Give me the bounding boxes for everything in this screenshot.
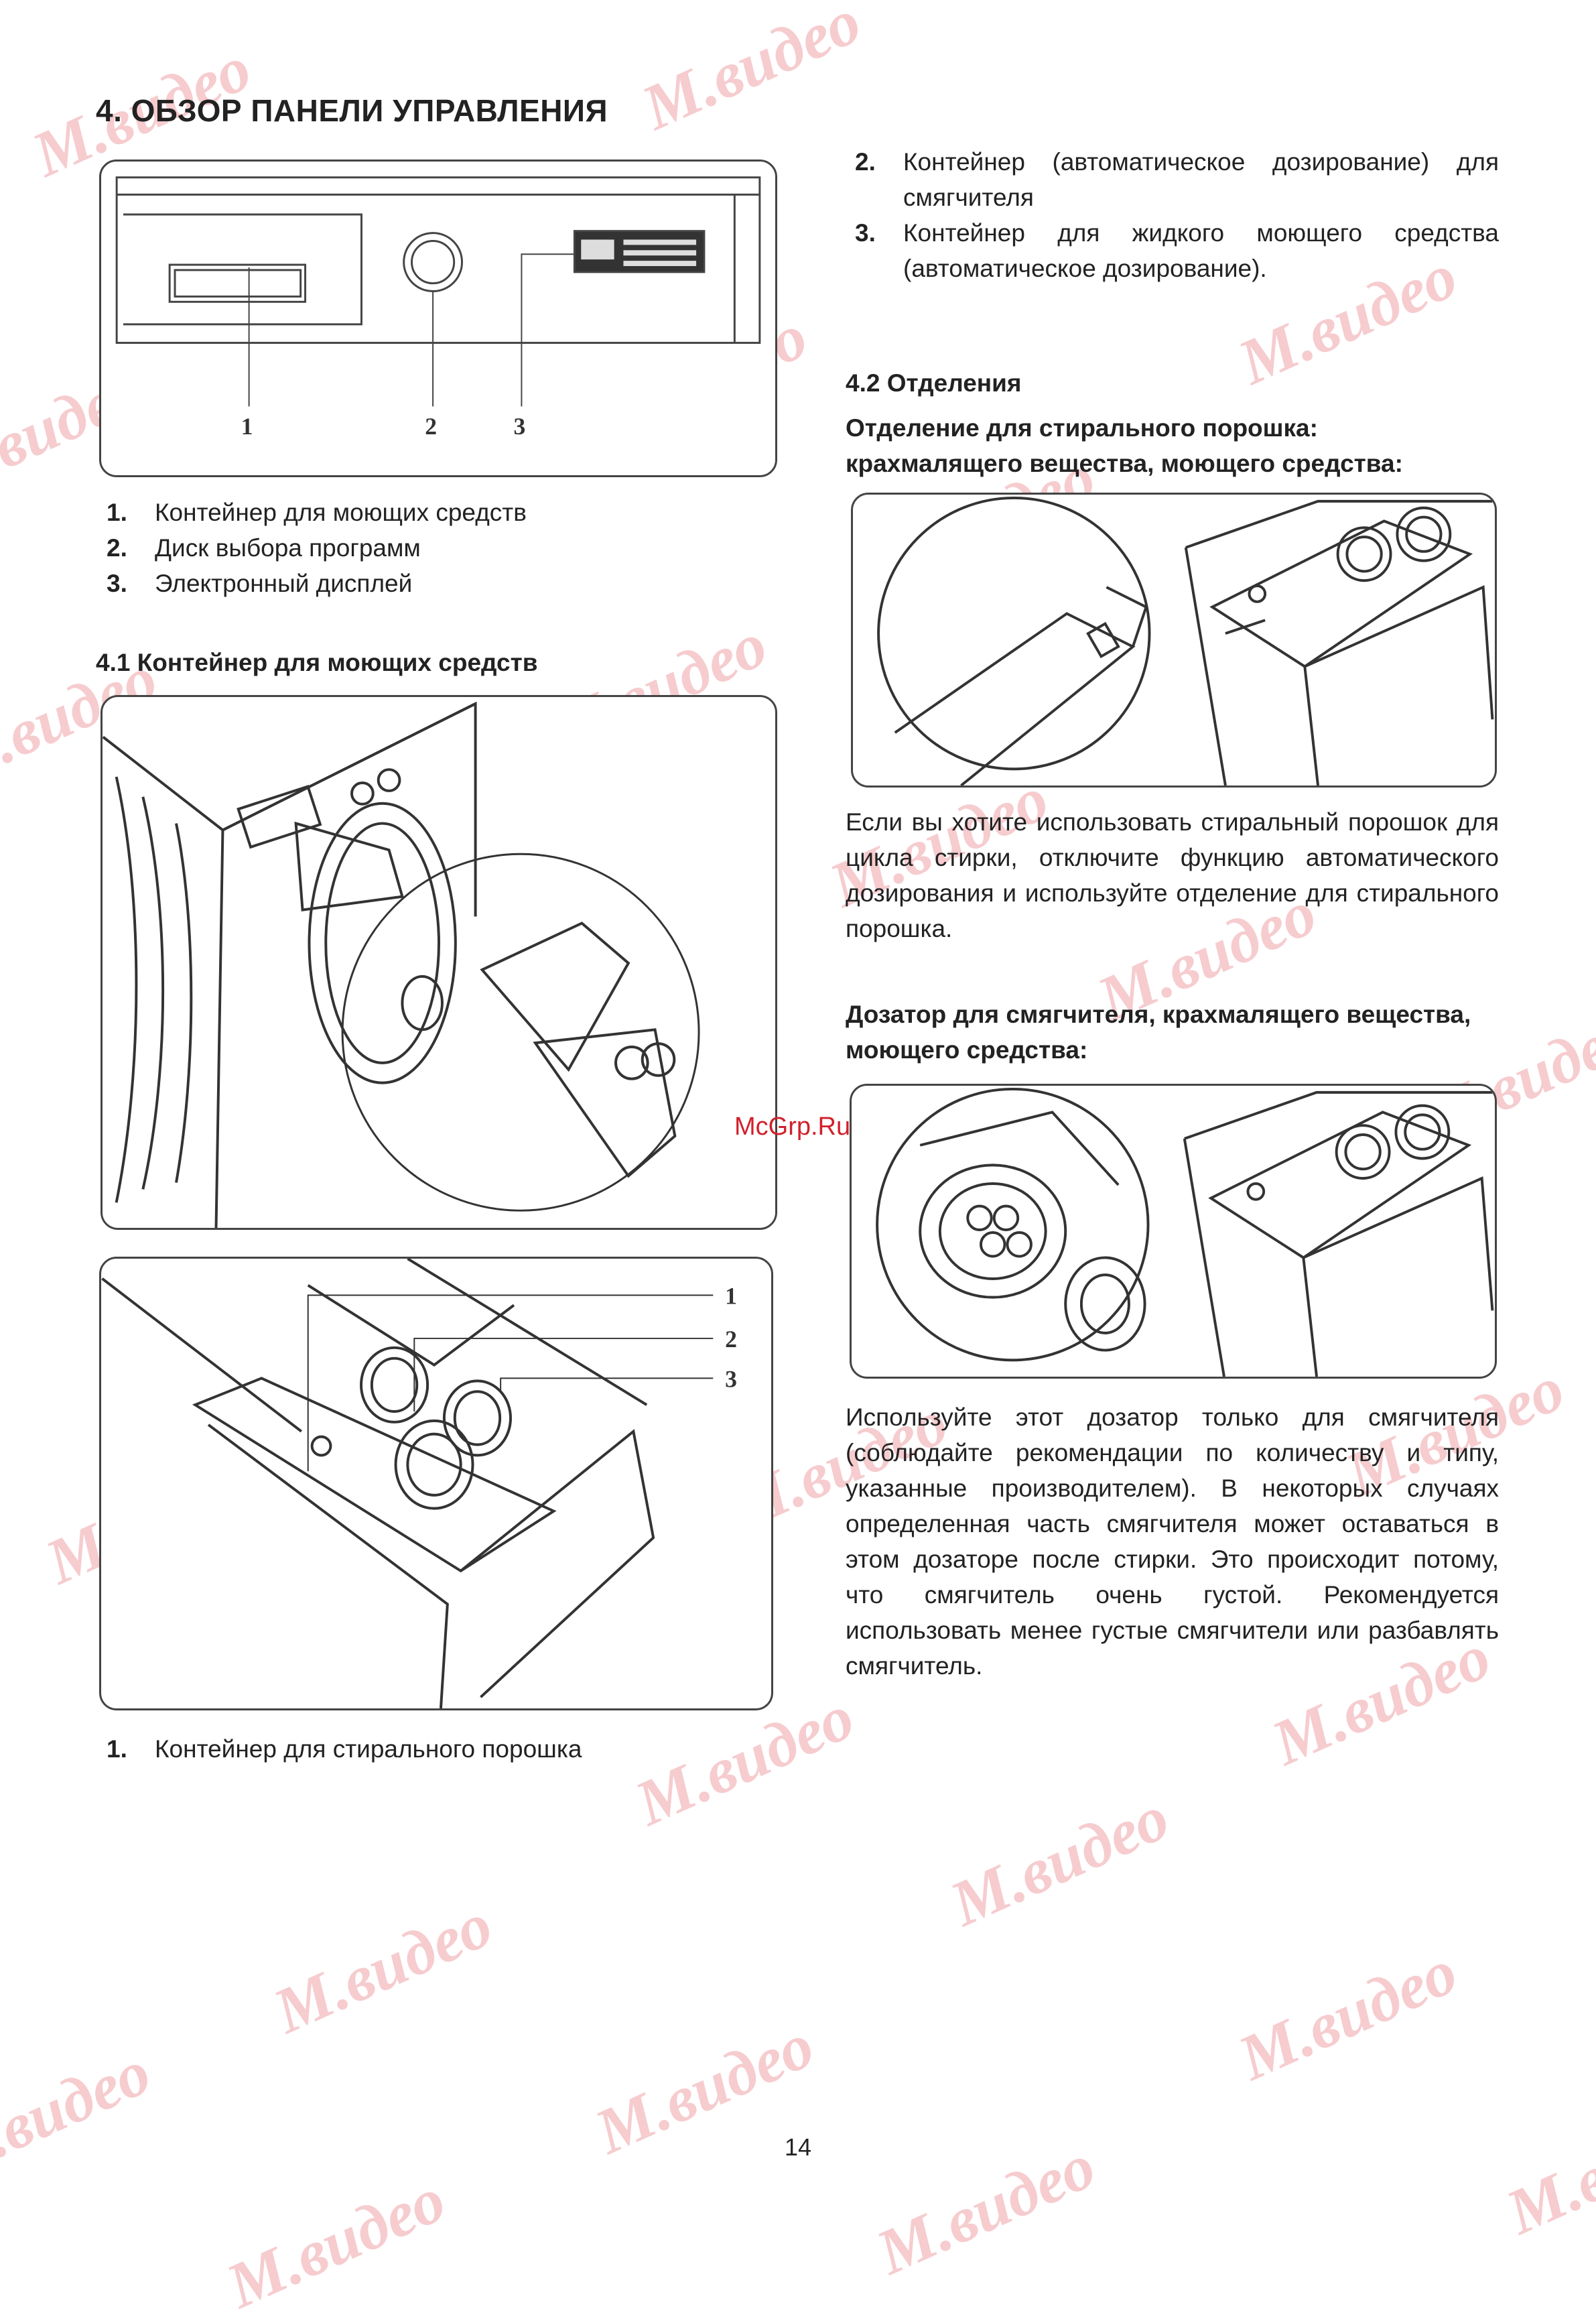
drawer-illustration: 1 2 3 xyxy=(101,1259,737,1708)
list-text: Контейнер для стирального порошка xyxy=(155,1735,582,1763)
powder-compartment-heading: Отделение для стирального порошка: крахм… xyxy=(846,414,1403,477)
watermark: М.видео xyxy=(632,0,871,144)
watermark: М.видео xyxy=(0,2035,161,2195)
washer-illustration xyxy=(103,701,700,1228)
list-text: Контейнер (автоматическое дозирование) д… xyxy=(903,148,1499,211)
list-number: 1. xyxy=(107,499,127,526)
list-item: 3. Контейнер для жидкого моющего средства… xyxy=(846,215,1499,286)
watermark: М.видео xyxy=(1228,1934,1467,2094)
control-panel-figure: 1 2 3 xyxy=(99,160,777,477)
list-number: 3. xyxy=(855,219,876,247)
list-text: Контейнер для жидкого моющего средства (… xyxy=(903,219,1499,282)
list-text: Электронный дисплей xyxy=(155,570,413,597)
drawer-components-list: 1. Контейнер для стирального порошка xyxy=(97,1731,781,1767)
list-item: 1. Контейнер для стирального порошка xyxy=(97,1731,781,1767)
control-panel-illustration: 1 2 3 xyxy=(115,176,761,440)
powder-compartment-text: Если вы хотите использовать стиральный п… xyxy=(846,808,1499,942)
list-number: 3. xyxy=(107,570,127,597)
list-text: Диск выбора программ xyxy=(155,534,421,562)
list-number: 2. xyxy=(107,534,127,562)
list-item: 2. Диск выбора программ xyxy=(97,530,781,566)
callout-number: 2 xyxy=(725,1326,737,1353)
watermark: М.видео xyxy=(263,1887,503,2048)
softener-dispenser-illustration xyxy=(876,1087,1494,1377)
list-text: Контейнер для моющих средств xyxy=(155,499,527,526)
callout-number: 3 xyxy=(725,1365,737,1392)
callout-number: 1 xyxy=(725,1282,737,1309)
washer-dispenser-figure xyxy=(101,695,777,1230)
softener-dispenser-text: Используйте этот дозатор только для смяг… xyxy=(846,1403,1499,1680)
section-heading-4-2: 4.2 Отделения xyxy=(846,369,1022,397)
watermark: М.видео xyxy=(940,1780,1179,1940)
callout-number: 1 xyxy=(241,413,253,440)
list-number: 1. xyxy=(107,1735,127,1763)
drawer-compartments-figure: 1 2 3 xyxy=(99,1257,773,1710)
site-watermark-label: McGrp.Ru xyxy=(734,1113,851,1141)
drawer-components-list-continued: 2. Контейнер (автоматическое дозирование)… xyxy=(846,144,1499,286)
powder-compartment-illustration xyxy=(877,496,1494,786)
list-item: 3. Электронный дисплей xyxy=(97,566,781,601)
callout-number: 2 xyxy=(425,413,437,440)
list-number: 2. xyxy=(855,148,876,176)
panel-components-list: 1. Контейнер для моющих средств 2. Диск вы… xyxy=(97,495,781,601)
list-item: 2. Контейнер (автоматическое дозирование)… xyxy=(846,144,1499,215)
page-title: 4. ОБЗОР ПАНЕЛИ УПРАВЛЕНИЯ xyxy=(96,93,608,128)
section-heading-4-1: 4.1 Контейнер для моющих средств xyxy=(96,649,538,676)
page-number: 14 xyxy=(784,2133,812,2161)
powder-compartment-figure xyxy=(851,493,1497,788)
list-item: 1. Контейнер для моющих средств xyxy=(97,495,781,530)
watermark: М.видео xyxy=(1496,2088,1596,2249)
softener-dispenser-figure xyxy=(850,1084,1497,1379)
callout-number: 3 xyxy=(514,413,526,440)
softener-dispenser-heading: Дозатор для смягчителя, крахмалящего вещ… xyxy=(846,1001,1471,1064)
watermark: М.видео xyxy=(216,2162,456,2322)
